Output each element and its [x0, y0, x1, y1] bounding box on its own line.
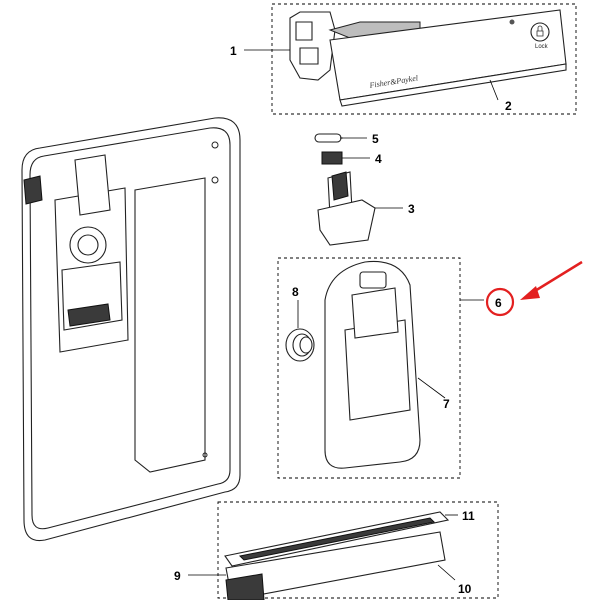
control-panel-assembly: Fisher&Paykel Lock 1 2 — [230, 3, 577, 115]
indicator-icon — [509, 19, 515, 25]
bracket-window — [295, 21, 313, 41]
lock-icon — [536, 25, 544, 37]
lock-button — [530, 22, 550, 42]
callout-6: 6 — [495, 296, 502, 310]
highlight-circle — [485, 287, 515, 317]
tray-assembly: 11 10 9 — [174, 501, 499, 600]
highlight-arrow-shaft — [529, 260, 583, 296]
highlight-arrow-head — [520, 286, 540, 300]
part-4-spring — [321, 151, 343, 165]
leader-10 — [437, 564, 456, 581]
callout-11: 11 — [462, 509, 475, 523]
switch-contacts — [67, 303, 111, 327]
callout-9: 9 — [174, 569, 181, 583]
wire-harness — [23, 175, 43, 205]
dispenser-opening-inner — [77, 234, 99, 256]
callout-5: 5 — [372, 132, 379, 146]
callout-10: 10 — [458, 582, 472, 596]
callout-2: 2 — [505, 99, 512, 113]
spring-coil-2 — [299, 336, 313, 354]
lock-label: Lock — [535, 44, 549, 50]
callout-3: 3 — [408, 202, 415, 216]
paddle-hinge — [351, 287, 399, 339]
part-5-oring — [314, 133, 342, 143]
callout-8: 8 — [292, 285, 299, 299]
paddle-top-tab — [359, 271, 387, 289]
callout-7: 7 — [443, 397, 450, 411]
top-clip — [74, 154, 111, 216]
paddle-assembly: 7 8 6 — [277, 257, 583, 479]
leader-7 — [417, 377, 446, 399]
bracket-clip — [299, 47, 319, 65]
small-parts-3-4-5: 5 4 3 — [314, 132, 415, 246]
dashed-box-tray — [217, 501, 499, 599]
leader-2 — [489, 79, 499, 101]
grille-slots — [238, 517, 436, 561]
dashed-box-paddle — [277, 257, 461, 479]
door-liner-panel — [21, 117, 241, 542]
screw-hole-mid — [211, 176, 219, 184]
tray-end-cap — [225, 573, 265, 600]
screw-hole-top — [211, 141, 219, 149]
liner-recess — [134, 177, 206, 473]
callout-4: 4 — [375, 152, 382, 166]
part-3-base — [317, 199, 376, 246]
dashed-box-top — [271, 3, 577, 115]
screw-hole-bottom — [202, 452, 208, 458]
callout-1: 1 — [230, 44, 237, 58]
faceplate-edge — [339, 63, 567, 107]
part-3-core — [331, 171, 349, 201]
